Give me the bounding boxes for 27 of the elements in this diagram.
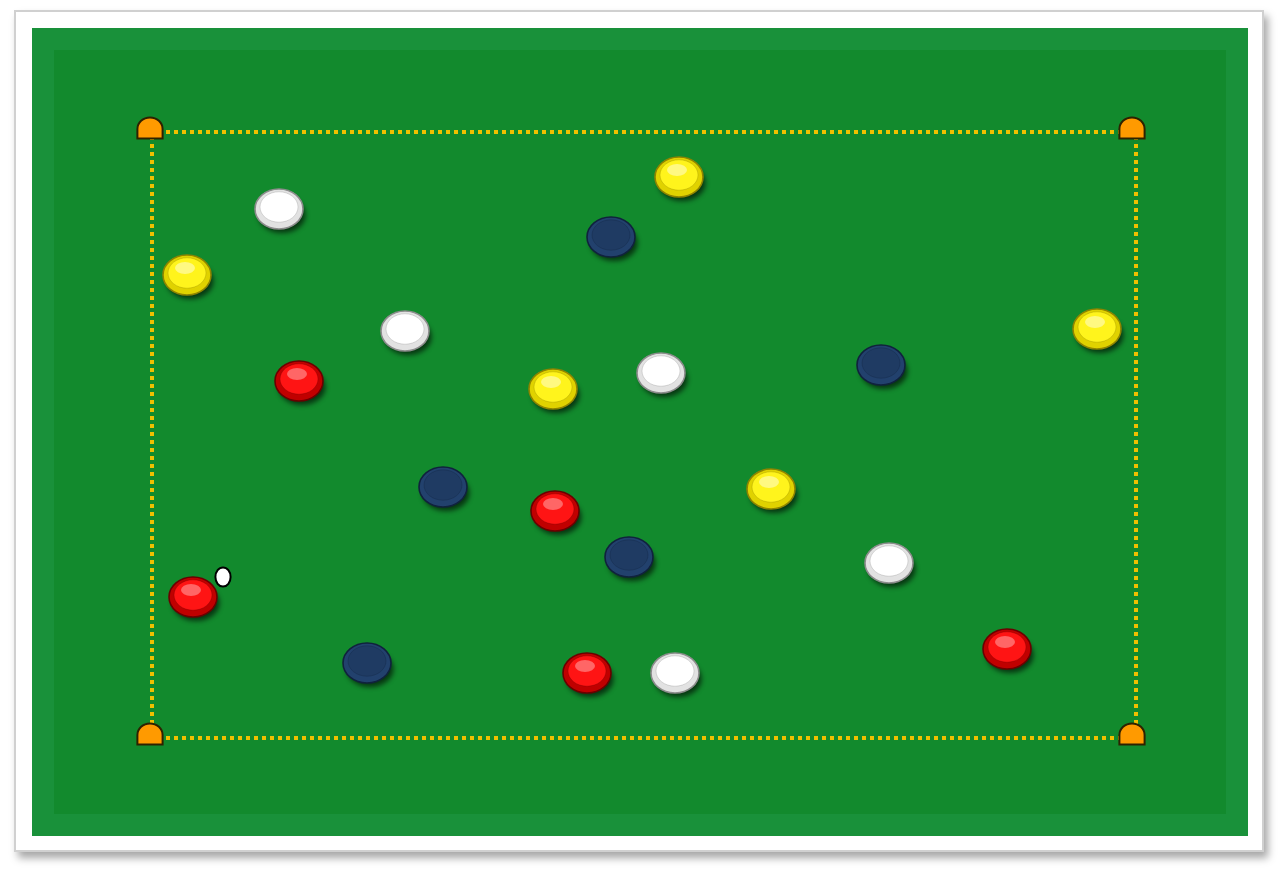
disc-icon	[636, 350, 690, 400]
disc-icon	[562, 650, 616, 700]
disc-icon	[654, 154, 708, 204]
cone-icon	[1118, 722, 1146, 746]
cone-icon	[136, 116, 164, 140]
dotted-boundary	[150, 130, 1138, 740]
disc-icon	[418, 464, 472, 514]
pitch	[32, 28, 1248, 836]
disc-icon	[650, 650, 704, 700]
cone-icon	[1118, 116, 1146, 140]
disc-icon	[982, 626, 1036, 676]
disc-icon	[1072, 306, 1126, 356]
disc-icon	[168, 574, 222, 624]
disc-icon	[604, 534, 658, 584]
disc-icon	[254, 186, 308, 236]
disc-icon	[586, 214, 640, 264]
ball-icon	[214, 566, 232, 588]
disc-icon	[342, 640, 396, 690]
cone-icon	[136, 722, 164, 746]
disc-icon	[864, 540, 918, 590]
disc-icon	[274, 358, 328, 408]
disc-icon	[746, 466, 800, 516]
disc-icon	[856, 342, 910, 392]
disc-icon	[528, 366, 582, 416]
disc-icon	[380, 308, 434, 358]
disc-icon	[530, 488, 584, 538]
disc-icon	[162, 252, 216, 302]
